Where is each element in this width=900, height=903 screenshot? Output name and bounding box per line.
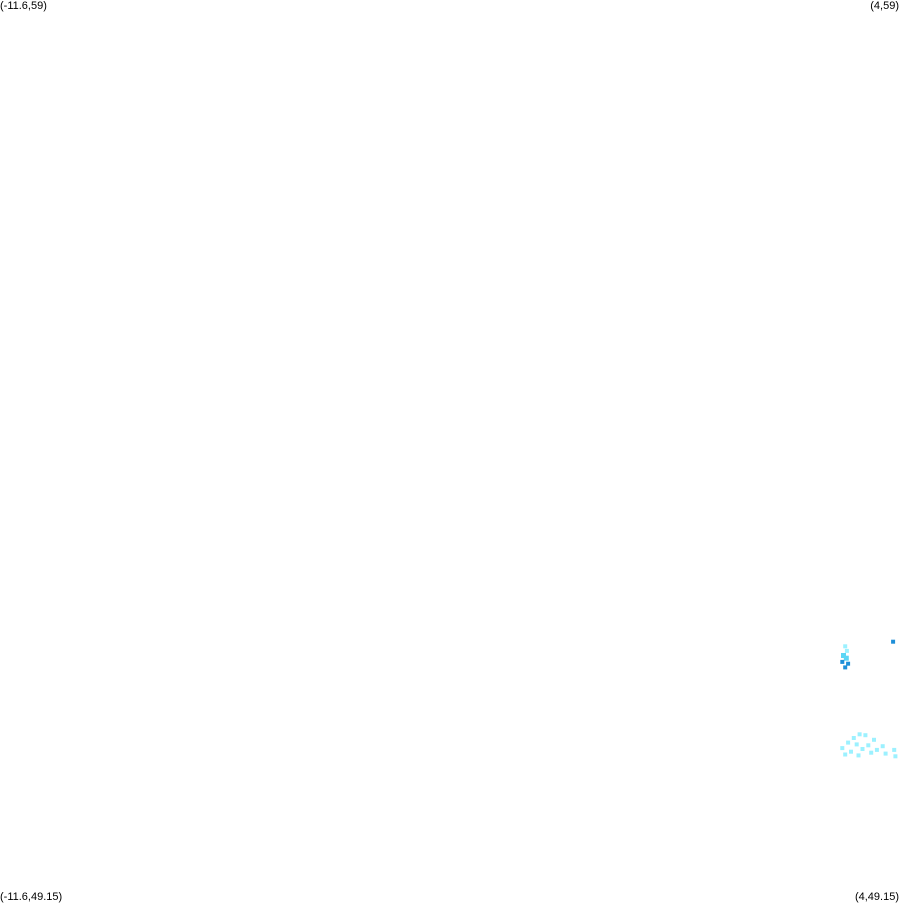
map-feature-north-1	[844, 648, 849, 653]
map-feature-south-16	[840, 746, 845, 751]
map-feature-south-20	[849, 749, 853, 754]
map-feature-north-0	[843, 644, 848, 649]
map-feature-south-23	[856, 753, 861, 758]
map-feature-south-21	[869, 750, 874, 755]
corner-label-bottom-right: (4,49.15)	[854, 891, 899, 903]
map-feature-north-4	[840, 659, 845, 664]
map-feature-north-5	[846, 661, 851, 666]
map-feature-north-6	[843, 665, 848, 670]
corner-label-top-left: (-11.6,59)	[0, 0, 47, 12]
map-feature-south-18	[874, 747, 879, 752]
corner-label-top-right: (4,59)	[870, 0, 899, 12]
map-feature-south-19	[892, 747, 897, 752]
corner-label-bottom-left: (-11.6,49.15)	[0, 891, 63, 903]
map-feature-south-10	[851, 736, 856, 740]
map-feature-south-24	[893, 754, 898, 759]
map-feature-north-3	[843, 655, 849, 661]
map-feature-south-22	[843, 752, 848, 757]
map-feature-south-12	[846, 740, 851, 745]
map-feature-south-13	[854, 742, 859, 747]
map-feature-north-7	[891, 639, 896, 644]
map-feature-south-11	[872, 737, 876, 742]
map-feature-north-2	[841, 653, 846, 658]
map-feature-south-8	[857, 732, 862, 737]
map-feature-south-25	[883, 751, 888, 756]
map-feature-south-17	[860, 747, 865, 751]
map-feature-south-14	[866, 743, 871, 748]
map-feature-south-9	[863, 733, 868, 738]
map-feature-south-15	[880, 744, 885, 749]
